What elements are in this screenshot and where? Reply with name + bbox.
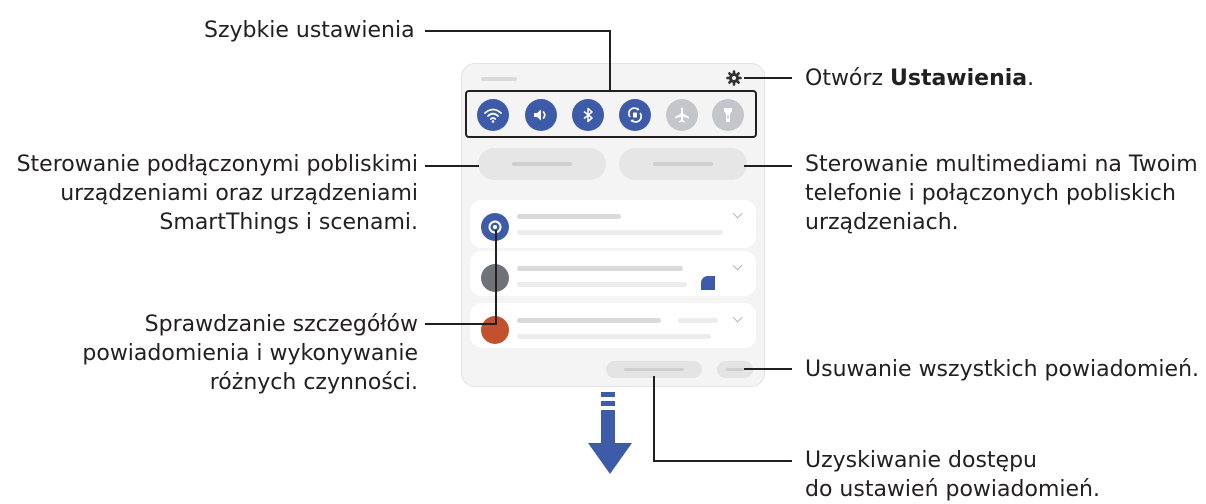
flashlight-icon: [724, 108, 732, 122]
clear-all-label: Usuwanie wszystkich powiadomień.: [805, 357, 1200, 382]
leader-line: [425, 323, 497, 325]
media-control-label: Sterowanie multimediami na Twoim telefon…: [805, 152, 1198, 235]
open-settings-label: Otwórz Ustawienia.: [805, 66, 1035, 91]
airplane-toggle[interactable]: [666, 99, 698, 131]
notification-settings-button[interactable]: [606, 361, 702, 378]
leader-line: [744, 77, 792, 79]
notification-settings-label: Uzyskiwanie dostępu do ustawień powiadom…: [805, 448, 1100, 502]
wifi-icon: [484, 108, 502, 123]
leader-line: [653, 376, 655, 462]
quick-settings-row: [465, 90, 757, 138]
bluetooth-icon: [583, 107, 593, 123]
leader-line: [653, 460, 792, 462]
media-output-button[interactable]: [619, 148, 747, 180]
leader-line: [425, 30, 611, 32]
leader-line: [495, 230, 497, 325]
notification-details-label: Sprawdzanie szczegółów powiadomienia i w…: [82, 312, 418, 395]
notification-card[interactable]: [470, 200, 756, 248]
airplane-icon: [675, 107, 689, 123]
auto-rotate-toggle[interactable]: [619, 99, 651, 131]
sound-icon: [534, 109, 546, 121]
leader-line: [425, 165, 479, 167]
date-placeholder: [481, 77, 517, 81]
leader-line: [744, 165, 792, 167]
bluetooth-toggle[interactable]: [572, 99, 604, 131]
nearby-devices-label: Sterowanie podłączonymi pobliskimi urząd…: [16, 152, 418, 235]
wifi-toggle[interactable]: [477, 99, 509, 131]
leader-line: [609, 30, 611, 91]
device-control-button[interactable]: [478, 148, 606, 180]
swipe-down-arrow-icon: [588, 392, 632, 474]
auto-rotate-icon: [627, 107, 643, 123]
notification-thumbnail: [701, 276, 715, 290]
notification-card[interactable]: [470, 303, 756, 348]
sound-toggle[interactable]: [525, 99, 557, 131]
quick-settings-label: Szybkie ustawienia: [204, 18, 415, 43]
leader-line: [744, 368, 792, 370]
flashlight-toggle[interactable]: [712, 99, 744, 131]
settings-gear-icon[interactable]: [726, 70, 742, 86]
clear-all-button[interactable]: [717, 361, 753, 378]
